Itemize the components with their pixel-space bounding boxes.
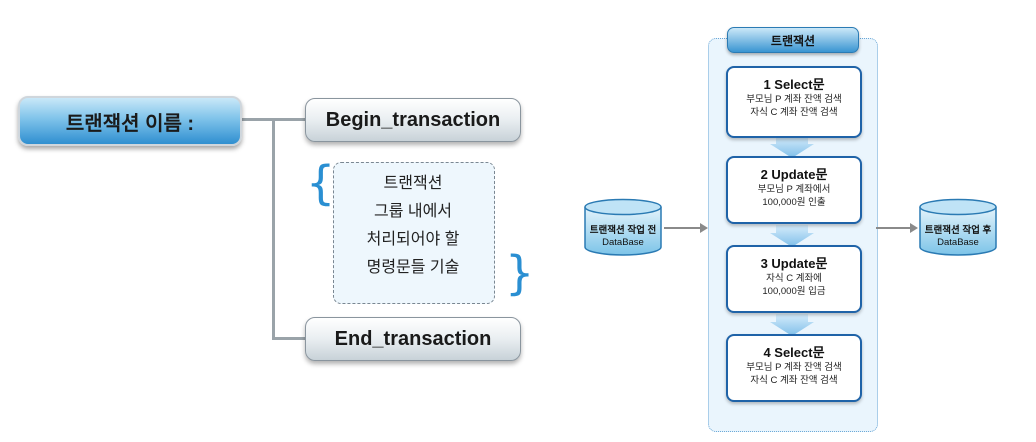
step-line: 자식 C 계좌 잔액 검색 — [750, 107, 838, 118]
down-arrow-icon — [770, 136, 814, 158]
step-title: 4 Select문 — [763, 345, 825, 360]
step-1-select: 1 Select문 부모님 P 계좌 잔액 검색 자식 C 계좌 잔액 검색 — [726, 66, 862, 138]
step-line: 자식 C 계좌 잔액 검색 — [750, 375, 838, 386]
step-3-update: 3 Update문 자식 C 계좌에 100,000원 입금 — [726, 245, 862, 313]
connector-to-end — [272, 337, 305, 340]
description-line-2: 그룹 내에서 — [373, 203, 453, 220]
vertical-trunk — [272, 118, 275, 340]
down-arrow-icon — [770, 314, 814, 336]
database-after-line2: DataBase — [937, 237, 979, 248]
begin-transaction-box: Begin_transaction — [305, 98, 521, 142]
step-line: 자식 C 계좌에 — [766, 273, 822, 284]
database-after-icon — [919, 198, 997, 256]
database-after-label: 트랜잭션 작업 후 DataBase — [918, 225, 998, 249]
transaction-panel-title: 트랜잭션 — [727, 27, 859, 53]
transaction-name-box: 트랜잭션 이름 : — [18, 96, 242, 146]
step-title: 1 Select문 — [763, 77, 825, 92]
step-line: 100,000원 인출 — [762, 197, 826, 208]
step-4-select: 4 Select문 부모님 P 계좌 잔액 검색 자식 C 계좌 잔액 검색 — [726, 334, 862, 402]
database-after-line1: 트랜잭션 작업 후 — [924, 225, 992, 236]
database-before-icon — [584, 198, 662, 256]
step-line: 100,000원 입금 — [762, 286, 826, 297]
arrow-right-icon — [876, 223, 918, 233]
step-line: 부모님 P 계좌에서 — [757, 184, 831, 195]
database-before-line1: 트랜잭션 작업 전 — [589, 225, 657, 236]
connector-title-to-trunk — [238, 118, 274, 121]
description-line-1: 트랜잭션 — [383, 175, 443, 192]
arrow-right-icon — [664, 223, 708, 233]
step-2-update: 2 Update문 부모님 P 계좌에서 100,000원 인출 — [726, 156, 862, 224]
connector-to-begin — [272, 118, 305, 121]
description-dashed-box — [333, 162, 495, 304]
right-brace-icon: } — [505, 246, 535, 300]
step-line: 부모님 P 계좌 잔액 검색 — [746, 94, 842, 105]
step-title: 3 Update문 — [760, 256, 828, 271]
database-before-line2: DataBase — [602, 237, 644, 248]
step-title: 2 Update문 — [760, 167, 828, 182]
description-line-3: 처리되어야 할 — [366, 231, 460, 248]
end-transaction-box: End_transaction — [305, 317, 521, 361]
description-text: 트랜잭션 그룹 내에서 처리되어야 할 명령문들 기술 — [333, 170, 493, 282]
database-before-label: 트랜잭션 작업 전 DataBase — [583, 225, 663, 249]
description-line-4: 명령문들 기술 — [366, 259, 460, 276]
down-arrow-icon — [770, 225, 814, 247]
step-line: 부모님 P 계좌 잔액 검색 — [746, 362, 842, 373]
left-brace-icon: { — [306, 156, 336, 210]
